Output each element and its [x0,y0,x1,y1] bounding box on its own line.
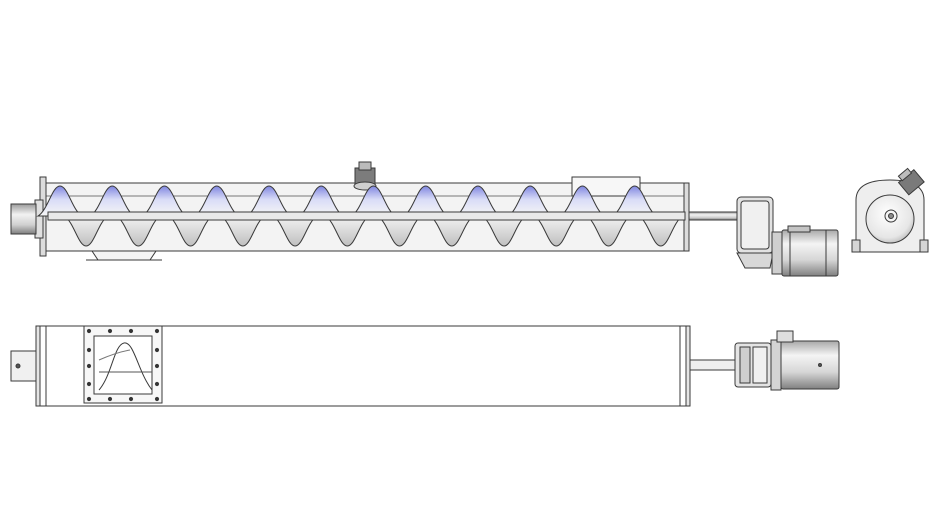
flight-upper [140,185,189,217]
front-view [10,161,740,261]
flight-upper [349,185,398,217]
flight-upper [88,185,137,217]
flight-lower [584,215,633,247]
flight-upper [297,185,346,217]
flange-bolt [154,347,160,353]
flange-bolt [128,328,134,334]
flange-bolts [86,328,160,402]
gearbox-foot [736,252,774,269]
flight-lower [114,215,163,247]
flight-upper [454,185,502,217]
motor-flange [771,231,783,275]
shaft-extension [688,211,740,221]
inlet-opening [93,335,153,395]
flange-bolt [154,381,160,387]
top-terminal-box [776,330,794,343]
flange-bolt [154,328,160,334]
flight-lower [323,215,372,247]
flight-lower [166,215,215,247]
top-end-plate-left [35,325,41,407]
visible-flight-curve [98,342,153,391]
top-view [10,325,739,407]
flange-bolt [107,328,113,334]
flange-bolt [86,381,92,387]
top-drive-stub [10,350,37,382]
flight-upper [192,185,241,217]
flight-upper [401,185,450,217]
flight-lower [375,215,424,247]
flight-upper [506,185,554,217]
flange-bolt [86,347,92,353]
flange-bolt [107,396,113,402]
flight-upper [610,185,659,217]
gear-motor-top [734,330,840,391]
top-shaft-extension [689,359,739,371]
flange-bolt [154,363,160,369]
flight-upper [558,185,607,217]
flight-lower [428,215,476,247]
end-sensor [897,167,925,196]
flight-lower [532,215,581,247]
flight-lower [271,215,319,247]
flight-lower [480,215,528,247]
flight-lower [636,215,685,247]
end-view [851,167,929,253]
gear-motor-front [736,196,839,277]
terminal-box [787,225,811,233]
flange-bolt [86,328,92,334]
flange-bolt [86,363,92,369]
flight-lower [219,215,267,247]
flight-lower [62,215,110,247]
screw-flights [36,185,685,247]
top-motor-flange [770,339,782,391]
top-motor-body [780,340,840,390]
top-end-plate-right [685,325,691,407]
flight-upper [36,185,84,217]
flange-bolt [86,396,92,402]
outlet-spout [91,250,157,261]
flange-bolt [154,396,160,402]
screw-shaft [47,211,686,221]
drive-stub-left [10,203,37,235]
flange-bolt [128,396,134,402]
flight-upper [245,185,293,217]
